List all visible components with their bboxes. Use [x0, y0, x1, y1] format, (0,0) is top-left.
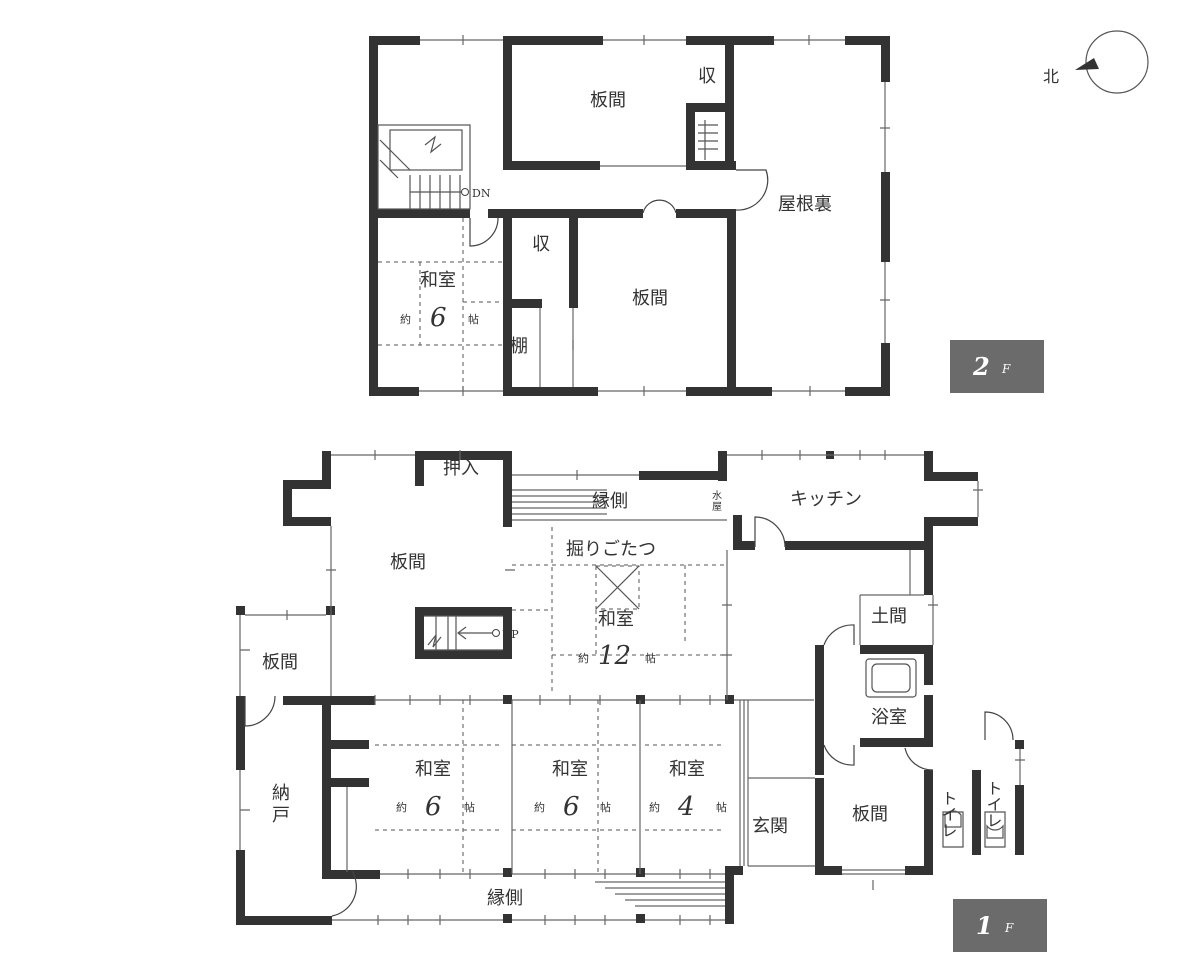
- room-itama-main: 板間: [390, 552, 426, 573]
- room-itama-west: 板間: [262, 652, 298, 673]
- floor-2-doors: [469, 169, 769, 247]
- floor-1-doors: [244, 516, 1014, 917]
- room-engawa-north: 縁側: [592, 491, 628, 512]
- room-washitsu-2f: 和室: [420, 270, 456, 291]
- stair-down-label: DN: [472, 187, 491, 200]
- compass: 北: [1043, 30, 1149, 94]
- floor-1-fixtures: [595, 565, 1006, 848]
- size-unit: 帖: [468, 313, 479, 326]
- floor-1-tatami: [375, 527, 727, 874]
- size-prefix: 約: [578, 651, 589, 665]
- room-itama-east: 板間: [852, 804, 888, 825]
- room-engawa-south: 縁側: [487, 888, 523, 909]
- floor-2-stairs: DN: [377, 124, 491, 210]
- size-prefix: 約: [649, 800, 660, 814]
- size-prefix: 約: [534, 800, 545, 814]
- floor-1-plan: UP 押入 縁側 水屋 キッチン: [236, 450, 1047, 952]
- room-yokushitsu: 浴室: [871, 707, 907, 728]
- room-tana: 棚: [510, 336, 528, 357]
- room-oshiire: 押入: [443, 458, 479, 479]
- size-unit: 帖: [645, 652, 656, 665]
- room-washitsu-a: 和室: [415, 759, 451, 780]
- floor-1-windows: [239, 450, 1025, 925]
- floor-2-badge: 2 F: [950, 340, 1044, 393]
- room-itama-north: 板間: [590, 90, 626, 111]
- size-number: 6: [563, 792, 580, 822]
- room-doma: 土間: [871, 606, 907, 627]
- room-storage-north: 収: [698, 66, 716, 87]
- floor-2-walls: [369, 36, 890, 396]
- floor-2-number: 2: [972, 352, 990, 381]
- north-arrow-icon: [1075, 58, 1099, 70]
- floor-1-stairs: UP: [424, 615, 519, 651]
- room-yaneura: 屋根裏: [778, 194, 832, 215]
- room-washitsu-b: 和室: [552, 759, 588, 780]
- room-storage-mid: 収: [532, 234, 550, 255]
- room-toilet-2: トイレ: [984, 780, 1003, 828]
- floor-1-number: 1: [976, 911, 993, 940]
- floor-1-badge: 1 F: [953, 899, 1047, 952]
- floor-2-windows: [419, 35, 890, 396]
- floor-1-walls: [236, 451, 1024, 925]
- size-number: 4: [677, 792, 695, 822]
- room-horigotatsu: 掘りごたつ: [566, 539, 656, 560]
- room-mizuya: 水屋: [712, 490, 722, 513]
- size-number: 12: [598, 641, 631, 671]
- size-unit: 帖: [716, 801, 727, 814]
- size-prefix: 約: [396, 800, 407, 814]
- room-nando: 納戸: [272, 783, 290, 826]
- north-label: 北: [1043, 67, 1059, 86]
- floor-2-suffix: F: [1001, 362, 1011, 376]
- size-prefix: 約: [400, 312, 411, 326]
- stair-up-label: UP: [502, 628, 519, 641]
- room-toilet-1: トイレ: [939, 790, 958, 838]
- floor-1-suffix: F: [1004, 921, 1014, 935]
- floor-2-plan: DN 板間 収 屋根裏 収 板間 和室 約 6 帖 棚 2 F: [369, 35, 1044, 396]
- room-washitsu-c: 和室: [669, 759, 705, 780]
- size-unit: 帖: [464, 801, 475, 814]
- size-number: 6: [425, 792, 442, 822]
- room-itama-south: 板間: [632, 288, 668, 309]
- floor-2-tatami: [378, 218, 503, 393]
- size-unit: 帖: [600, 801, 611, 814]
- room-kitchen: キッチン: [790, 489, 862, 510]
- size-number: 6: [430, 303, 447, 333]
- room-genkan: 玄関: [752, 816, 788, 837]
- room-washitsu12: 和室: [598, 609, 634, 630]
